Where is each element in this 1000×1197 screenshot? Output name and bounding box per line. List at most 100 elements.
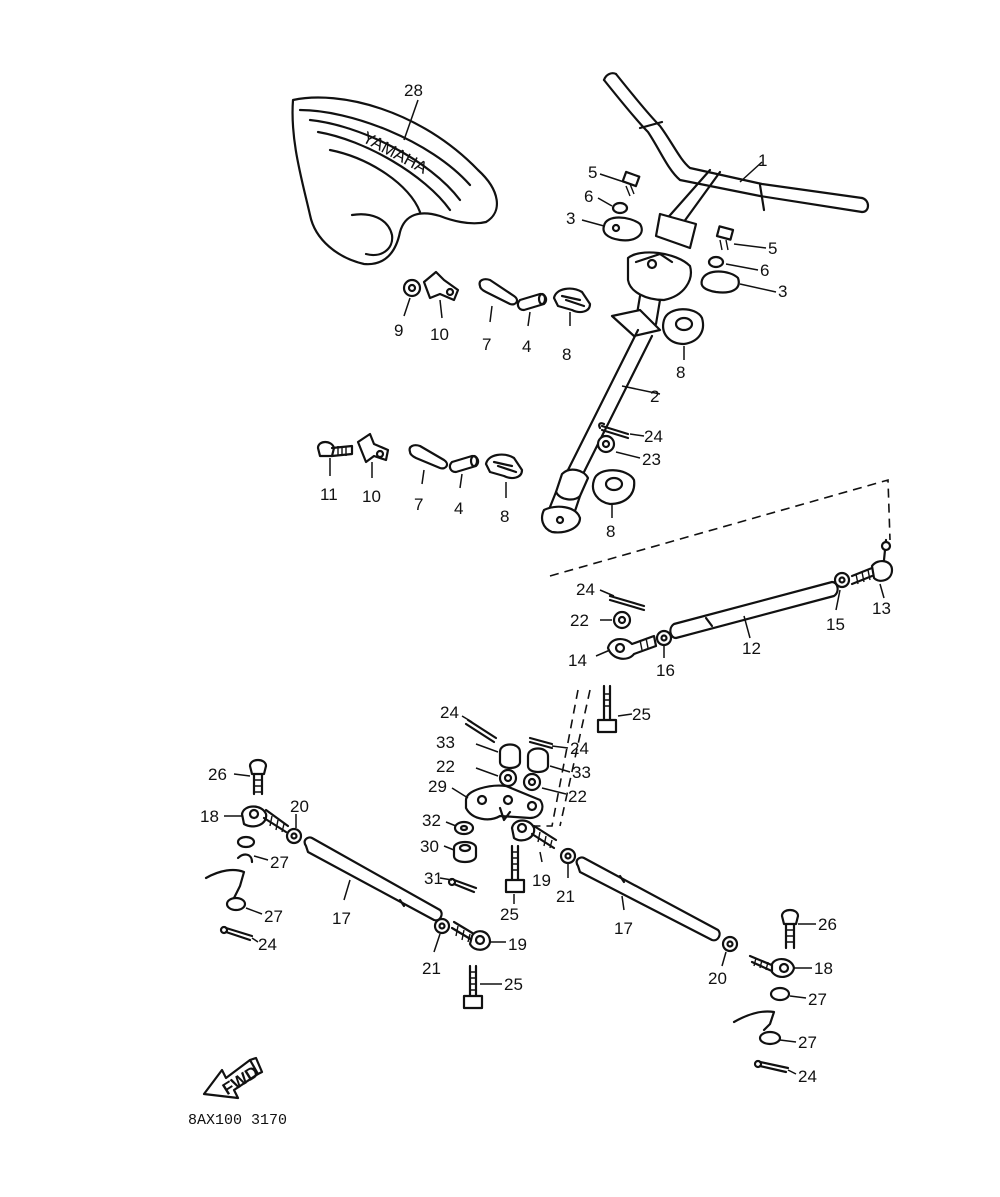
bolt-26-b: [780, 908, 800, 950]
rod-end-18-b: [748, 954, 796, 978]
cap-33-a: [498, 743, 522, 770]
leader: [475, 743, 499, 753]
clip-27-a: [204, 835, 256, 900]
bushing-mid: [591, 469, 636, 506]
collar-4-lower: [448, 454, 480, 474]
leader: [597, 197, 613, 207]
label-10a: 10: [430, 325, 449, 344]
plate-7-lower: [408, 444, 449, 470]
leader: [551, 745, 569, 749]
clip-27-b: [225, 896, 247, 912]
nut-15: [833, 571, 851, 589]
label-9: 9: [394, 321, 403, 340]
label-29: 29: [428, 777, 447, 796]
leader: [439, 877, 453, 881]
leader: [595, 649, 611, 657]
nut-23: [596, 434, 616, 454]
label-17b: 17: [614, 919, 633, 938]
tie-rod-12: [669, 580, 839, 640]
label-8a: 8: [562, 345, 571, 364]
nut-20-b: [721, 935, 739, 953]
leader: [475, 767, 499, 777]
leader: [599, 589, 615, 597]
label-11: 11: [320, 485, 338, 504]
leader: [725, 263, 759, 271]
bolt-25-a: [596, 684, 618, 734]
label-13: 13: [872, 599, 891, 618]
label-27c: 27: [808, 990, 827, 1009]
leader: [403, 99, 419, 141]
seat: YAMAHA: [291, 96, 498, 266]
label-19b: 19: [508, 935, 527, 954]
leader: [629, 433, 645, 437]
label-17a: 17: [332, 909, 351, 928]
leader: [779, 1039, 797, 1043]
label-5a: 5: [588, 163, 597, 182]
steering-arm-29: [464, 784, 544, 822]
label-6a: 6: [584, 187, 593, 206]
label-8d: 8: [606, 522, 615, 541]
fwd-arrow-icon: FWD: [202, 1056, 264, 1100]
label-24a: 24: [644, 427, 663, 446]
leader: [617, 713, 633, 717]
rod-end-19-b: [450, 920, 492, 951]
label-24d: 24: [570, 739, 589, 758]
rod-end-18-a: [240, 805, 290, 834]
label-7b: 7: [414, 495, 423, 514]
rod-end-14: [606, 634, 658, 660]
label-22c: 22: [568, 787, 587, 806]
leader: [581, 219, 605, 227]
label-28: 28: [404, 81, 423, 100]
label-30: 30: [420, 837, 439, 856]
cotter-pin-24-e: [219, 925, 254, 942]
bolt-25-b: [504, 844, 526, 894]
label-22a: 22: [570, 611, 589, 630]
nut-30: [452, 840, 478, 864]
leader: [451, 787, 469, 799]
label-26a: 26: [208, 765, 227, 784]
leader: [459, 473, 463, 489]
bolt-26-a: [248, 758, 268, 796]
cotter-pin-24-c: [464, 718, 498, 744]
plate-7-upper: [478, 278, 519, 306]
leader: [461, 715, 473, 723]
label-6b: 6: [760, 261, 769, 280]
label-33a: 33: [436, 733, 455, 752]
label-21b: 21: [422, 959, 441, 978]
leader: [733, 243, 767, 249]
label-27b: 27: [264, 907, 283, 926]
label-24e: 24: [258, 935, 277, 954]
leader: [233, 773, 251, 777]
label-12: 12: [742, 639, 761, 658]
collar-9: [402, 278, 422, 298]
cap-33-b: [526, 747, 550, 774]
label-24b: 24: [576, 580, 595, 599]
leader: [541, 787, 567, 795]
clip-27-c: [769, 986, 791, 1002]
leader: [489, 305, 493, 323]
label-5b: 5: [768, 239, 777, 258]
label-10b: 10: [362, 487, 381, 506]
leader: [835, 589, 841, 611]
label-24f: 24: [798, 1067, 817, 1086]
label-21a: 21: [556, 887, 575, 906]
nut-22-c: [522, 772, 542, 792]
label-4b: 4: [454, 499, 463, 518]
cotter-pin-24-d: [528, 736, 554, 750]
leader: [789, 995, 807, 999]
leader: [539, 851, 543, 863]
bracket-8-lower: [484, 453, 524, 480]
leader: [739, 161, 763, 183]
label-15: 15: [826, 615, 845, 634]
label-27a: 27: [270, 853, 289, 872]
leader: [445, 821, 457, 827]
handlebar: [602, 72, 870, 250]
assembly-line: [549, 478, 891, 577]
label-23: 23: [642, 450, 661, 469]
collar-4-upper: [516, 292, 548, 312]
leader: [615, 451, 641, 459]
label-22b: 22: [436, 757, 455, 776]
label-19a: 19: [532, 871, 551, 890]
leader: [879, 583, 885, 599]
leader: [527, 311, 531, 327]
